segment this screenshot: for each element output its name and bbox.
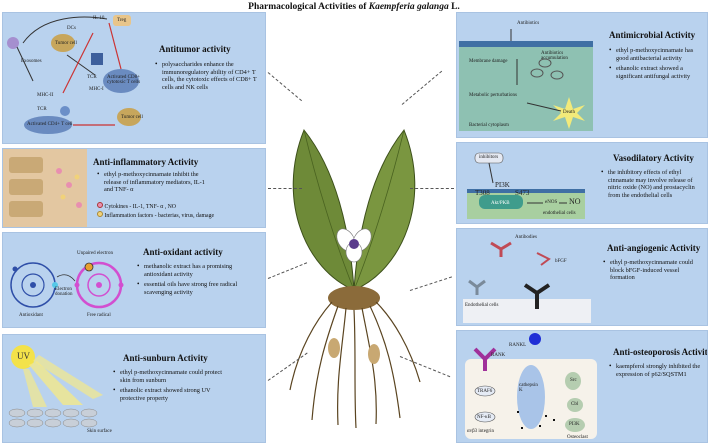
antibodies-label: Antibodies (515, 235, 537, 240)
vasodilatory-panel: inhibitors PI3K T308 S473 Akt/PKB eNOS N… (456, 142, 708, 224)
connector-anti-inflammatory (268, 188, 302, 189)
anti-oxidant-bullets: methanolic extract has a promising antio… (137, 263, 247, 299)
antioxidant-label: Antioxidant (19, 313, 43, 318)
bfgf-label: bFGF (555, 259, 567, 264)
electron-donation-label: Electron donation (55, 287, 73, 297)
antimicrobial-panel: Antibiotics Membrane damage Antibiotics … (456, 12, 708, 138)
antimicrobial-diagram (459, 29, 593, 131)
bullet: ethanolic extract showed a significant a… (609, 65, 703, 80)
uv-label: UV (17, 351, 30, 361)
bullet: ethyl p-methoxycinnamate has good antiba… (609, 47, 703, 62)
anti-sunburn-bullets: ethyl p-methoxycinnamate could protect s… (113, 369, 233, 405)
vasodilatory-diagram (467, 152, 585, 219)
enos-label: eNOS (545, 200, 558, 205)
anti-inflammatory-panel: Anti-inflammatory Activity ethyl p-metho… (2, 148, 266, 228)
anti-sunburn-title: Anti-sunburn Activity (123, 353, 208, 363)
exosomes-label: Exosomes (21, 59, 42, 64)
kaempferia-plant-illustration (289, 129, 421, 429)
rankl-label: RANKL (509, 343, 527, 348)
il10-label: IL-10 (93, 16, 105, 21)
traf6-label: TRAF6 (477, 389, 493, 394)
vasodilatory-bullets: the inhibitory effects of ethyl cinnamat… (601, 169, 703, 202)
cytokine-marker-icon (97, 202, 103, 208)
anti-osteoporosis-panel: RANKL RANK TRAF6 NF-κB cathepsin K αvβ3 … (456, 330, 708, 443)
connector-vasodilatory (410, 188, 454, 189)
tcr-label-2: TCR (37, 107, 47, 112)
connector-antimicrobial (401, 70, 443, 105)
inhibitors-label: inhibitors (479, 155, 499, 160)
antimicrobial-title: Antimicrobial Activity (609, 30, 696, 40)
treg-label: Treg (117, 18, 127, 23)
anti-oxidant-panel: Unpaired electron Electron donation Anti… (2, 232, 266, 328)
activated-cd8-label: Activated CD8+ cytotoxic T cells (107, 75, 141, 85)
akt-label: Akt/PKB (491, 201, 510, 206)
endothelial-cells-label: endothelial cells (543, 211, 576, 216)
mhc1-label: MHC-I (89, 87, 104, 92)
no-label: NO (569, 197, 581, 206)
bullet: polysaccharides enhance the immunoregula… (155, 61, 259, 91)
angiogenic-diagram (463, 241, 591, 323)
bullet: ethyl p-methoxycinnamate inhibit the rel… (97, 171, 205, 194)
endothelial-label: Endothelial cells (465, 303, 499, 308)
antibiotics-label: Antibiotics (517, 21, 540, 26)
anti-inflammatory-title: Anti-inflammatory Activity (93, 157, 199, 167)
unpaired-electron-label: Unpaired electron (77, 251, 113, 256)
s473-label: S473 (515, 189, 530, 197)
nfkb-label: NF-κB (477, 415, 491, 420)
bullet: ethyl p-methoxycinnamate could block bFG… (603, 259, 703, 282)
anti-sunburn-panel: UV Skin surface Anti-sunburn Activity et… (2, 334, 266, 443)
bullet: kaempferol strongly inhibited the expres… (609, 363, 703, 378)
tumor-cell-label: Tumor cell (55, 41, 77, 46)
t308-label: T308 (475, 189, 490, 197)
inflammation-diagram (3, 149, 87, 227)
bullet: methanolic extract has a promising antio… (137, 263, 247, 278)
electron-diagram (10, 261, 124, 309)
flower-icon (336, 228, 372, 263)
uv-skin-diagram (8, 345, 103, 428)
src-label: Src (570, 378, 577, 383)
factor-marker-icon (97, 211, 103, 217)
cytoplasm-label: Bacterial cytoplasm (469, 123, 509, 128)
activated-cd4-label: Activated CD4+ T cell (27, 122, 73, 127)
osteoporosis-diagram (465, 333, 597, 439)
bullet: ethyl p-methoxycinnamate could protect s… (113, 369, 233, 384)
metabolic-label: Metabolic perturbations (469, 93, 517, 98)
anti-angiogenic-panel: Antibodies bFGF Endothelial cells Anti-a… (456, 228, 708, 326)
pi3k-label: PI3K (495, 181, 510, 189)
antitumor-panel: DCs IL-10 Treg Tumor cell Exosomes TCR M… (2, 12, 266, 144)
free-radical-label: Free radical (87, 313, 111, 318)
skin-surface-label: Skin surface (87, 429, 112, 434)
anti-oxidant-title: Anti-oxidant activity (143, 247, 223, 257)
cathepsin-label: cathepsin K (519, 383, 538, 393)
membrane-damage-label: Membrane damage (469, 59, 508, 64)
antibiotics-accumulation-label: Antibiotics accumulation (541, 51, 568, 61)
tcr-label: TCR (87, 75, 97, 80)
anti-osteoporosis-bullets: kaempferol strongly inhibited the expres… (609, 363, 703, 381)
mhc2-label: MHC-II (37, 93, 54, 98)
integrin-label: αvβ3 integrin (467, 429, 494, 434)
bullet: ethanolic extract showed strong UV prote… (113, 387, 233, 402)
antitumor-bullets: polysaccharides enhance the immunoregula… (155, 61, 259, 94)
bullet: essential oils have strong free radical … (137, 281, 247, 296)
antitumor-diagram (7, 15, 141, 134)
anti-inflammatory-bullets: ethyl p-methoxycinnamate inhibit the rel… (97, 171, 205, 197)
anti-angiogenic-title: Anti-angiogenic Activity (607, 243, 701, 253)
connector-antitumor (267, 72, 303, 102)
vasodilatory-title: Vasodilatory Activity (613, 153, 694, 163)
death-label: Death (563, 110, 575, 115)
antitumor-title: Antitumor activity (159, 44, 231, 54)
cytokine-legend: Cytokines - IL-1, TNF- α , NO (97, 202, 176, 210)
bullet: the inhibitory effects of ethyl cinnamat… (601, 169, 703, 199)
osteoclast-label: Osteoclast (567, 435, 588, 440)
dcs-label: DCs (67, 26, 76, 31)
tumor-cell-label-2: Tumor cell (121, 115, 143, 120)
antimicrobial-bullets: ethyl p-methoxycinnamate has good antiba… (609, 47, 703, 83)
cbl-label: Cbl (571, 402, 579, 407)
page-title: Pharmacological Activities of Kaempferia… (248, 2, 460, 12)
pi3k-label: PI3K (569, 422, 580, 427)
inflammation-factor-legend: Inflammation factors - bacterias, virus,… (97, 211, 214, 219)
rank-label: RANK (491, 353, 506, 358)
anti-osteoporosis-title: Anti-osteoporosis Activity (613, 347, 708, 357)
anti-angiogenic-bullets: ethyl p-methoxycinnamate could block bFG… (603, 259, 703, 285)
